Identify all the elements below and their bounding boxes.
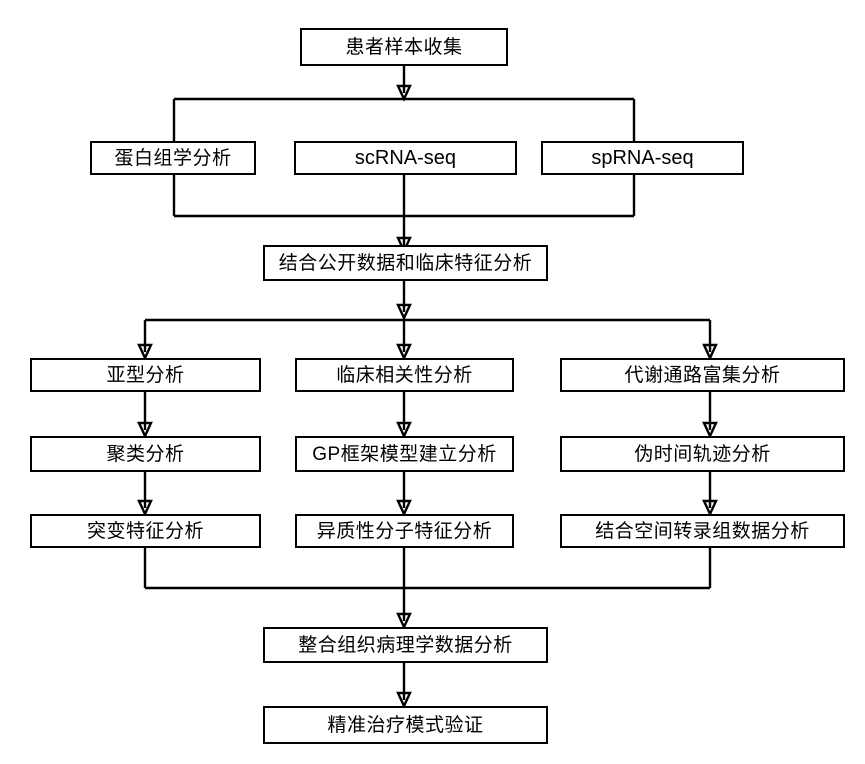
node-subtype-analysis[interactable]: 亚型分析 — [30, 358, 261, 392]
node-heterogeneity-molecular-features[interactable]: 异质性分子特征分析 — [295, 514, 514, 548]
node-proteomics-analysis[interactable]: 蛋白组学分析 — [90, 141, 256, 175]
node-gp-framework-model[interactable]: GP框架模型建立分析 — [295, 436, 514, 472]
node-patient-sample-collection[interactable]: 患者样本收集 — [300, 28, 508, 66]
arrowhead-metabolic — [702, 343, 718, 361]
arrowhead-gp — [396, 421, 412, 439]
node-public-data-clinical-features[interactable]: 结合公开数据和临床特征分析 — [263, 245, 548, 281]
node-scrna-seq[interactable]: scRNA-seq — [294, 141, 517, 175]
arrowhead-clustering — [137, 421, 153, 439]
node-precision-therapy-validation[interactable]: 精准治疗模式验证 — [263, 706, 548, 744]
arrowhead-histopathology — [396, 612, 412, 630]
arrowhead-validation — [396, 691, 412, 709]
node-integrated-histopathology-analysis[interactable]: 整合组织病理学数据分析 — [263, 627, 548, 663]
node-clinical-correlation-analysis[interactable]: 临床相关性分析 — [295, 358, 514, 392]
arrowhead-subtype — [137, 343, 153, 361]
node-pseudotime-trajectory-analysis[interactable]: 伪时间轨迹分析 — [560, 436, 845, 472]
arrowhead-clinical-correlation — [396, 343, 412, 361]
arrowhead-mutation — [137, 499, 153, 517]
arrowhead-pseudotime — [702, 421, 718, 439]
arrowhead-collection-down — [396, 84, 412, 102]
node-sprna-seq[interactable]: spRNA-seq — [541, 141, 744, 175]
arrowhead-spatial — [702, 499, 718, 517]
arrowhead-fanout-level4 — [396, 303, 412, 321]
node-metabolic-pathway-enrichment[interactable]: 代谢通路富集分析 — [560, 358, 845, 392]
node-clustering-analysis[interactable]: 聚类分析 — [30, 436, 261, 472]
node-mutation-signature-analysis[interactable]: 突变特征分析 — [30, 514, 261, 548]
node-spatial-transcriptome-integration[interactable]: 结合空间转录组数据分析 — [560, 514, 845, 548]
arrowhead-heterogeneity — [396, 499, 412, 517]
